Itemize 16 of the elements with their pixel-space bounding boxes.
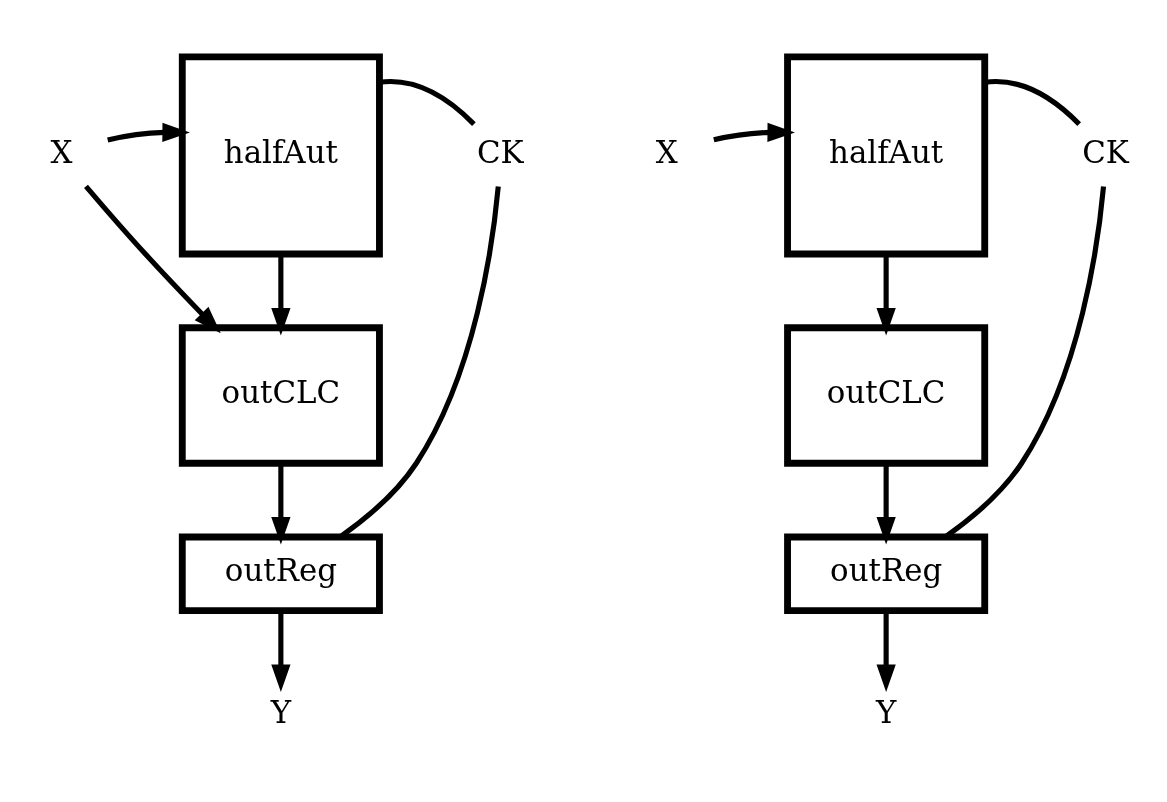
node-box: halfAut: [784, 52, 989, 257]
connector: [379, 78, 476, 126]
node-text: X: [655, 133, 678, 170]
arrow: [713, 122, 795, 142]
node-box: halfAut: [178, 52, 383, 257]
node-box: outCLC: [178, 323, 383, 467]
node-text: Y: [875, 693, 897, 730]
node-text: CK: [477, 133, 524, 170]
node-text: Y: [270, 693, 292, 730]
arrow: [107, 122, 190, 143]
node-text: CK: [1082, 133, 1129, 170]
arrow: [84, 184, 221, 333]
node-text: X: [50, 133, 73, 170]
node-box: outReg: [178, 533, 383, 614]
node-box: outCLC: [784, 323, 989, 467]
node-box: outReg: [784, 533, 989, 614]
